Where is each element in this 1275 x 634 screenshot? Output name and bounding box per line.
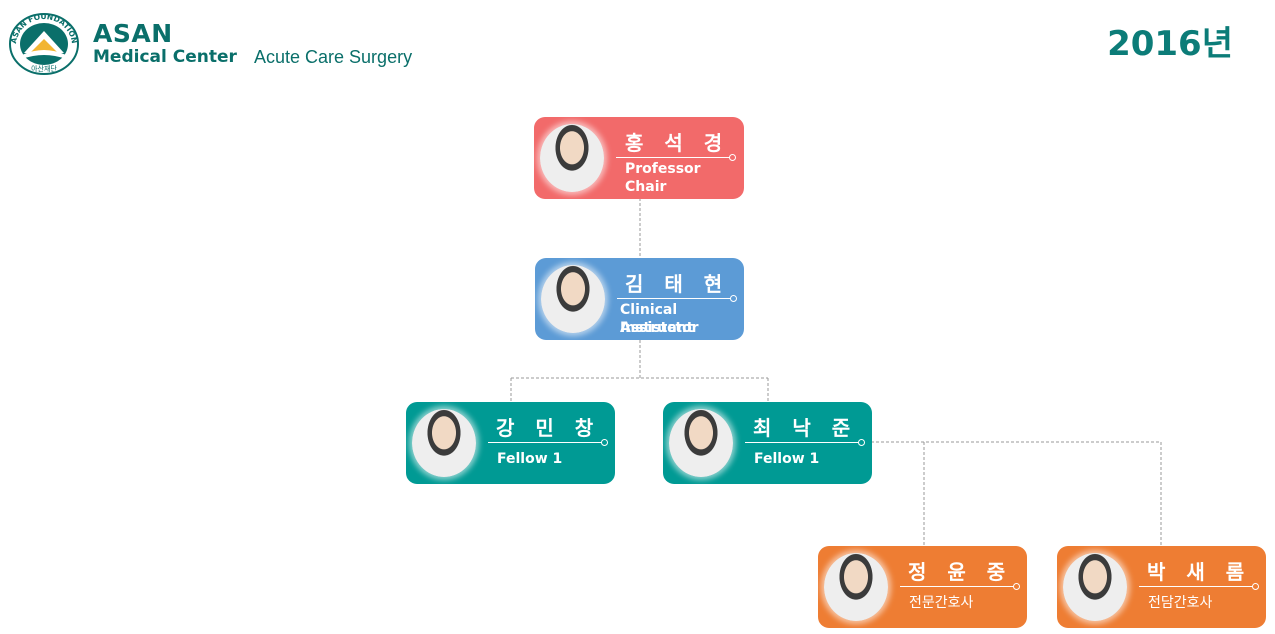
nurse-avatar <box>1063 553 1127 621</box>
nurse-name: 박 새 롬 <box>1147 560 1252 584</box>
fellow-divider <box>745 439 865 446</box>
fellow-divider <box>488 439 608 446</box>
nurse-role: 전문간호사 <box>909 595 974 611</box>
chair-name: 홍 석 경 <box>625 131 730 155</box>
instructor-card: 김 태 현 Clinical Assistant Instructor <box>535 258 744 340</box>
chair-divider <box>616 154 736 161</box>
header: ASAN FOUNDATION 아산재단 ASAN Medical Center… <box>8 13 448 75</box>
nurse-role: 전담간호사 <box>1148 595 1213 611</box>
fellow-avatar <box>669 409 733 477</box>
fellow-role: Fellow 1 <box>754 451 820 467</box>
svg-text:아산재단: 아산재단 <box>31 64 57 73</box>
instructor-name: 김 태 현 <box>625 272 730 296</box>
asan-foundation-logo: ASAN FOUNDATION 아산재단 <box>9 13 79 75</box>
nurse-card: 정 윤 중 전문간호사 <box>818 546 1027 628</box>
instructor-divider <box>617 295 737 302</box>
chair-role-line2: Chair <box>625 179 667 195</box>
brand-name: ASAN <box>93 19 173 48</box>
chair-role-line1: Professor <box>625 161 701 177</box>
brand-subtitle: Medical Center <box>93 47 237 67</box>
nurse-divider <box>900 583 1020 590</box>
chair-card: 홍 석 경 Professor Chair <box>534 117 744 199</box>
fellow-name: 강 민 창 <box>496 416 601 440</box>
instructor-role-line2: Instructor <box>620 320 699 336</box>
fellow-card: 최 낙 준 Fellow 1 <box>663 402 872 484</box>
nurse-card: 박 새 롬 전담간호사 <box>1057 546 1266 628</box>
fellow-avatar <box>412 409 476 477</box>
department-name: Acute Care Surgery <box>254 47 413 67</box>
fellow-role: Fellow 1 <box>497 451 563 467</box>
nurse-divider <box>1139 583 1259 590</box>
chair-avatar <box>540 124 604 192</box>
nurse-avatar <box>824 553 888 621</box>
instructor-role-line1: Clinical Assistant <box>620 302 694 336</box>
fellow-card: 강 민 창 Fellow 1 <box>406 402 615 484</box>
instructor-avatar <box>541 265 605 333</box>
fellow-name: 최 낙 준 <box>753 416 858 440</box>
year-label: 2016년 <box>1107 24 1233 64</box>
nurse-name: 정 윤 중 <box>908 560 1013 584</box>
